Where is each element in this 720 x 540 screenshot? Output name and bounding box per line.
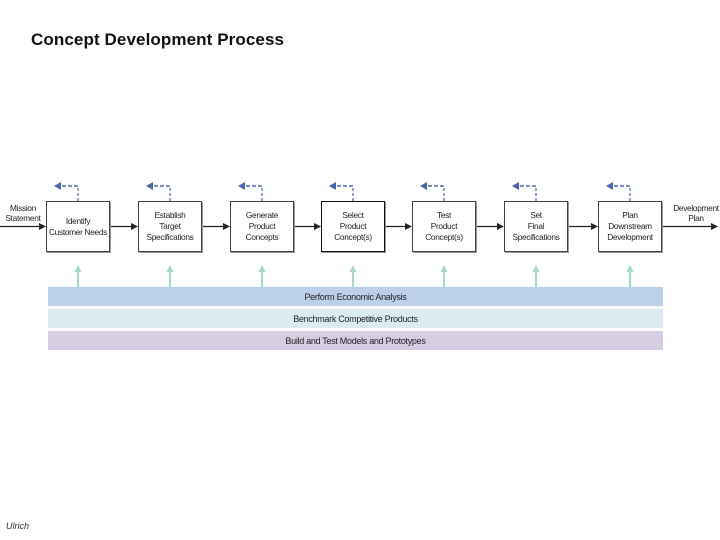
- bar-benchmark-competitive-products: Benchmark Competitive Products: [48, 309, 663, 328]
- support-arrowhead: [349, 265, 357, 272]
- development-plan-label: Development Plan: [673, 203, 719, 223]
- support-arrowhead: [258, 265, 266, 272]
- step-establish-target-specifications: Establish Target Specifications: [138, 201, 202, 252]
- bar-build-test-prototypes: Build and Test Models and Prototypes: [48, 331, 663, 350]
- flow-arrowhead: [405, 223, 412, 230]
- support-arrowhead: [626, 265, 634, 272]
- flow-arrowhead: [314, 223, 321, 230]
- flow-arrowhead: [223, 223, 230, 230]
- support-arrowhead: [74, 265, 82, 272]
- step-plan-downstream-development: Plan Downstream Development: [598, 201, 662, 252]
- mission-statement-label: Mission Statement: [5, 203, 41, 223]
- feedback-arrowhead: [146, 182, 153, 190]
- flow-arrowhead: [39, 223, 46, 230]
- support-arrowhead: [166, 265, 174, 272]
- footer-credit: Ulrich: [6, 521, 30, 531]
- feedback-arrowhead: [606, 182, 613, 190]
- step-select-product-concepts: Select Product Concept(s): [321, 201, 385, 252]
- feedback-arrowhead: [54, 182, 61, 190]
- step-set-final-specifications: Set Final Specifications: [504, 201, 568, 252]
- feedback-arrowhead: [238, 182, 245, 190]
- step-generate-product-concepts: Generate Product Concepts: [230, 201, 294, 252]
- support-arrowhead: [440, 265, 448, 272]
- step-test-product-concepts: Test Product Concept(s): [412, 201, 476, 252]
- flow-arrowhead: [131, 223, 138, 230]
- step-identify-customer-needs: Identify Customer Needs: [46, 201, 110, 252]
- feedback-arrowhead: [420, 182, 427, 190]
- feedback-arrowhead: [329, 182, 336, 190]
- flow-arrowhead: [497, 223, 504, 230]
- flow-arrowhead: [711, 223, 718, 230]
- support-arrowhead: [532, 265, 540, 272]
- bar-economic-analysis: Perform Economic Analysis: [48, 287, 663, 306]
- flow-arrowhead: [591, 223, 598, 230]
- slide-title: Concept Development Process: [31, 30, 285, 49]
- feedback-arrowhead: [512, 182, 519, 190]
